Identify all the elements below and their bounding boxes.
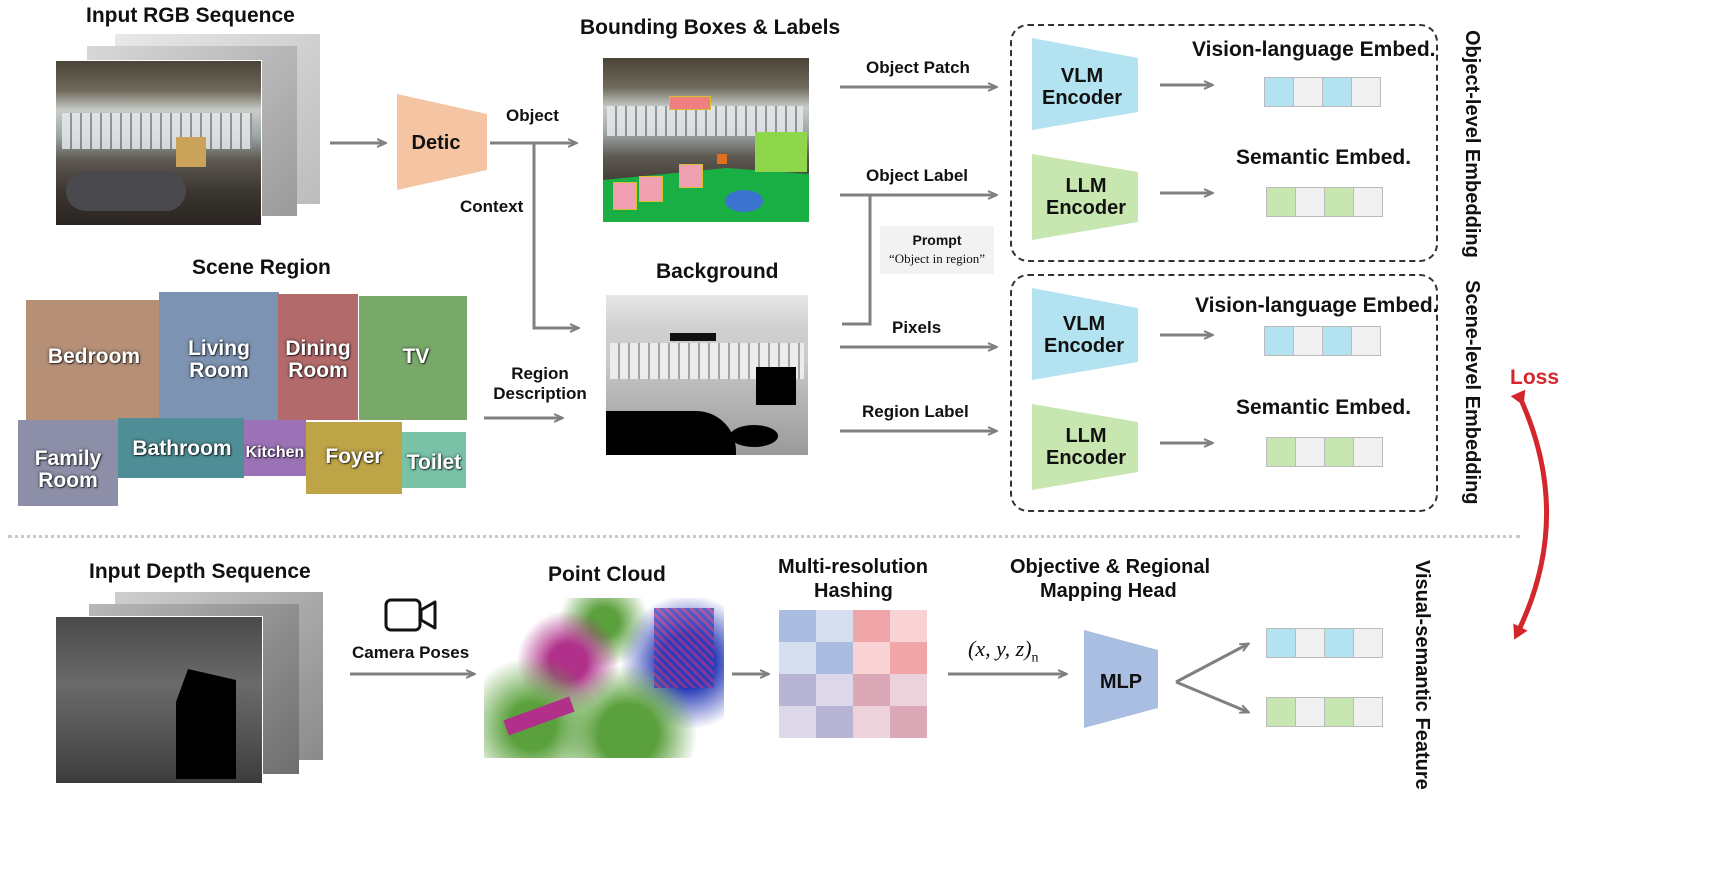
region-kitchen xyxy=(244,420,306,476)
region-label-tv: TV xyxy=(402,345,430,368)
region-label-label: Region Label xyxy=(862,402,969,421)
vlm-encoder-object-line1: VLM xyxy=(1060,65,1104,87)
sem-embed-vector-object xyxy=(1266,187,1383,217)
region-label-bedroom: Bedroom xyxy=(47,345,141,368)
vis-feature-vector-sem xyxy=(1266,697,1383,727)
visual-semantic-side-label: Visual-semantic Feature xyxy=(1411,560,1433,790)
point-cloud-title: Point Cloud xyxy=(548,563,666,586)
vl-embed-object-title: Vision-language Embed. xyxy=(1192,38,1436,61)
object-patch-label: Object Patch xyxy=(866,58,970,77)
scene-level-side-label: Scene-level Embedding xyxy=(1461,280,1483,505)
context-label: Context xyxy=(460,197,524,216)
mlp-block xyxy=(1084,630,1158,728)
input-rgb-title: Input RGB Sequence xyxy=(86,4,295,27)
arrow-context-to-background xyxy=(532,143,578,328)
connector-prompt xyxy=(842,195,872,326)
object-label-label: Object Label xyxy=(866,166,969,185)
region-toilet xyxy=(402,432,466,488)
mapping-title-1: Objective & Regional xyxy=(1010,556,1211,578)
region-bathroom xyxy=(118,418,244,478)
object-level-side-label: Object-level Embedding xyxy=(1461,30,1483,258)
scene-region-map: Bedroom Living Room Dining Room TV Famil… xyxy=(16,292,472,508)
vl-embed-vector-object xyxy=(1264,77,1381,107)
rgb-frame-stack xyxy=(55,34,320,226)
llm-encoder-scene-line1: LLM xyxy=(1065,425,1107,447)
object-label: Object xyxy=(506,106,559,125)
region-label-living-1: Living xyxy=(188,337,250,360)
vis-feature-vector-vl xyxy=(1266,628,1383,658)
pixels-label: Pixels xyxy=(892,318,942,337)
mlp-label: MLP xyxy=(1099,671,1143,693)
prompt-box: Prompt “Object in region” xyxy=(880,226,994,274)
coords-subscript: n xyxy=(1031,650,1039,666)
depth-frame-stack xyxy=(55,592,325,784)
camera-icon xyxy=(384,598,438,632)
region-label-family-2: Room xyxy=(38,469,98,492)
vlm-encoder-scene-line1: VLM xyxy=(1062,313,1106,335)
arrow-mlp-to-vl xyxy=(1175,644,1248,684)
sem-embed-vector-scene xyxy=(1266,437,1383,467)
object-level-group xyxy=(1010,24,1438,262)
region-label-family-1: Family xyxy=(34,447,102,470)
depth-frame-image xyxy=(55,616,263,784)
llm-encoder-scene xyxy=(1032,404,1138,490)
region-label-foyer: Foyer xyxy=(325,445,383,468)
mapping-title-2: Mapping Head xyxy=(1040,580,1177,602)
region-family-room xyxy=(18,420,118,506)
coords-text: (x, y, z) xyxy=(968,636,1032,661)
region-dining-room xyxy=(278,294,358,420)
llm-encoder-scene-line2: Encoder xyxy=(1045,447,1127,469)
scene-region-title: Scene Region xyxy=(192,256,331,279)
vlm-encoder-scene-line2: Encoder xyxy=(1043,335,1125,357)
prompt-text: “Object in region” xyxy=(888,251,985,266)
multires-title-1: Multi-resolution xyxy=(778,556,928,578)
multires-title-2: Hashing xyxy=(814,580,893,602)
rgb-frame-image xyxy=(55,60,262,226)
vlm-encoder-object xyxy=(1032,38,1138,130)
region-foyer xyxy=(306,422,402,494)
region-bedroom xyxy=(26,300,164,420)
sem-embed-scene-title: Semantic Embed. xyxy=(1236,396,1412,419)
background-image xyxy=(606,295,808,455)
llm-encoder-object-line2: Encoder xyxy=(1045,197,1127,219)
sem-embed-object-title: Semantic Embed. xyxy=(1236,146,1412,169)
section-separator xyxy=(8,535,1520,538)
region-label-dining-2: Room xyxy=(288,359,348,382)
region-label-toilet: Toilet xyxy=(406,451,462,474)
scene-level-group xyxy=(1010,274,1438,512)
region-label-dining-1: Dining xyxy=(285,337,351,360)
prompt-title: Prompt xyxy=(912,232,962,248)
bbox-image xyxy=(603,58,809,222)
input-depth-title: Input Depth Sequence xyxy=(89,560,311,583)
vlm-encoder-object-line2: Encoder xyxy=(1041,87,1123,109)
region-desc-line1: Region xyxy=(511,364,569,383)
camera-poses-label: Camera Poses xyxy=(352,643,470,662)
region-tv xyxy=(359,296,467,420)
vlm-encoder-scene xyxy=(1032,288,1138,380)
loss-double-arrow xyxy=(1510,389,1549,640)
region-label-bathroom: Bathroom xyxy=(132,437,232,460)
region-desc-line2: Description xyxy=(493,384,587,403)
llm-encoder-object-line1: LLM xyxy=(1065,175,1107,197)
detic-label: Detic xyxy=(411,132,461,154)
llm-encoder-object xyxy=(1032,154,1138,240)
hash-grid xyxy=(779,610,927,738)
region-label-kitchen: Kitchen xyxy=(245,444,305,461)
region-label-living-2: Room xyxy=(189,359,249,382)
coords-label: (x, y, z)n xyxy=(968,636,1039,666)
arrow-mlp-to-sem xyxy=(1175,680,1248,712)
vl-embed-scene-title: Vision-language Embed. xyxy=(1195,294,1439,317)
bbox-title: Bounding Boxes & Labels xyxy=(580,16,841,39)
region-living-room xyxy=(159,292,279,420)
loss-label: Loss xyxy=(1510,366,1560,389)
vl-embed-vector-scene xyxy=(1264,326,1381,356)
background-title: Background xyxy=(656,260,779,283)
detic-block xyxy=(397,94,487,190)
point-cloud-image xyxy=(484,598,724,758)
